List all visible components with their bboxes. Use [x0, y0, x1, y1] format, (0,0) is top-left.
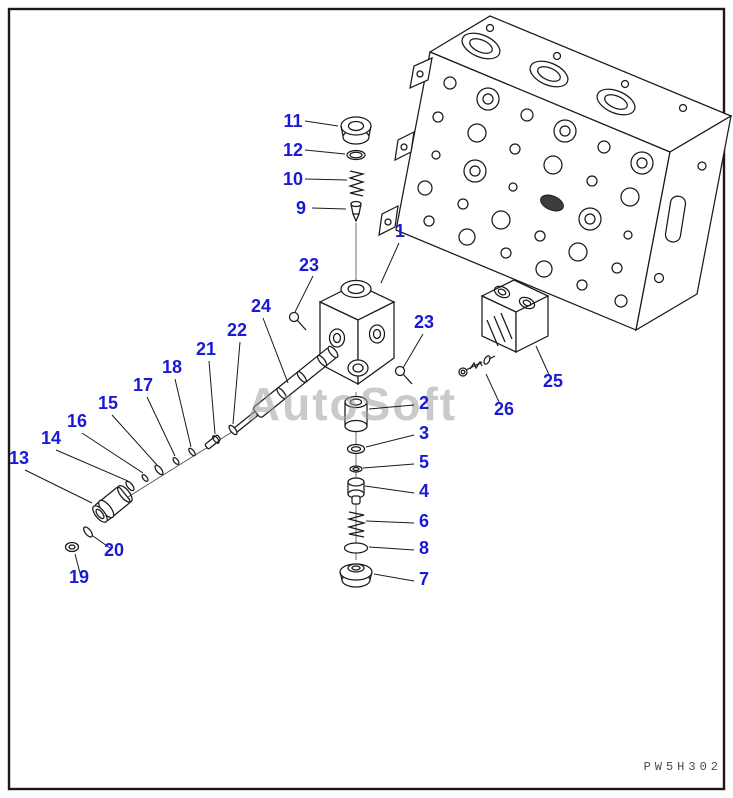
- part-11-plug: [340, 116, 372, 145]
- part-1-valve-body: [318, 279, 396, 386]
- part-16-ring: [141, 474, 149, 482]
- part-25-block: [480, 279, 550, 354]
- callout-6: 6: [419, 511, 429, 531]
- part-24-spool: [232, 345, 339, 434]
- top-face-ports: [461, 23, 688, 116]
- callout-3: 3: [419, 423, 429, 443]
- callout-7: 7: [419, 569, 429, 589]
- callout-4: 4: [419, 481, 429, 501]
- part-12-ring: [346, 149, 366, 161]
- front-face-ports: [417, 76, 654, 308]
- callout-24: 24: [251, 296, 271, 316]
- callout-19: 19: [69, 567, 89, 587]
- callout-17: 17: [133, 375, 153, 395]
- part-23-bolt-right: [394, 365, 413, 385]
- callout-12: 12: [283, 140, 303, 160]
- hatched-port: [540, 194, 564, 212]
- part-2-sleeve: [344, 395, 368, 433]
- part-13-plug: [92, 484, 133, 523]
- callout-8: 8: [419, 538, 429, 558]
- callout-9: 9: [296, 198, 306, 218]
- part-7-cap: [339, 563, 373, 588]
- callout-18: 18: [162, 357, 182, 377]
- callout-11: 11: [283, 111, 302, 131]
- part-8-disc: [343, 542, 369, 554]
- page-frame: [7, 7, 726, 791]
- callout-5: 5: [419, 452, 429, 472]
- callout-23-left: 23: [299, 255, 319, 275]
- callout-26: 26: [494, 399, 514, 419]
- doc-code: PW5H302: [644, 760, 722, 774]
- part-19-nut: [64, 541, 80, 553]
- leader-lines: [24, 120, 552, 582]
- callout-13: 13: [9, 448, 29, 468]
- watermark-text: AutoSoft: [247, 378, 457, 430]
- part-5-ring: [349, 465, 363, 473]
- part-23-bolt-left: [288, 311, 307, 331]
- part-15-ring: [154, 464, 164, 476]
- part-17-ring: [172, 457, 180, 465]
- callout-16: 16: [67, 411, 87, 431]
- end-face-details: [653, 161, 707, 284]
- callout-15: 15: [98, 393, 118, 413]
- callout-22: 22: [227, 320, 247, 340]
- callout-20: 20: [104, 540, 124, 560]
- part-10-spring: [347, 170, 366, 197]
- main-valve-block: [378, 15, 733, 332]
- callout-14: 14: [41, 428, 61, 448]
- part-4-plug: [347, 477, 365, 505]
- part-6-spring: [346, 511, 367, 538]
- part-3-ring: [346, 443, 366, 455]
- part-9-poppet: [350, 200, 362, 223]
- callout-labels: 11 12 10 9 1 23 24 22 21 18 17 15 16 14 …: [9, 111, 563, 589]
- part-21-retainer: [204, 434, 221, 450]
- part-22-ring: [228, 424, 238, 436]
- exploded-assembly: [64, 116, 550, 588]
- part-20-ring: [83, 526, 93, 538]
- callout-10: 10: [283, 169, 303, 189]
- callout-25: 25: [543, 371, 563, 391]
- callout-1: 1: [395, 221, 405, 241]
- callout-23-right: 23: [414, 312, 434, 332]
- callout-21: 21: [196, 339, 216, 359]
- mounting-tabs: [378, 56, 433, 237]
- callout-2: 2: [419, 393, 429, 413]
- part-26-bolt: [458, 355, 496, 377]
- part-18-ring: [188, 447, 196, 457]
- part-14-ring: [125, 480, 135, 492]
